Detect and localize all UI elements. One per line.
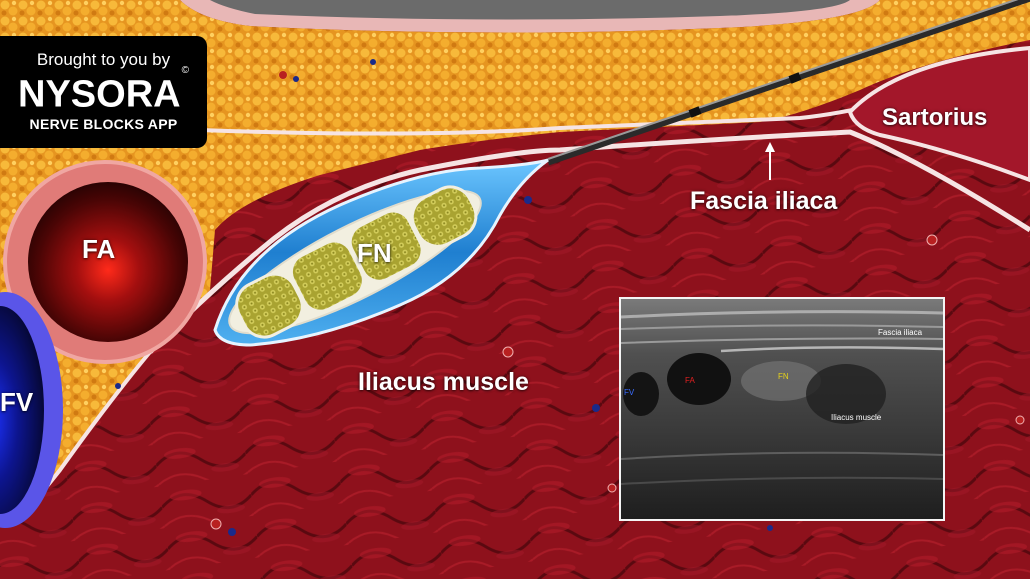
femoral-vein bbox=[0, 306, 44, 514]
badge-line-brought: Brought to you by bbox=[36, 50, 171, 69]
badge-line-app: NERVE BLOCKS APP bbox=[29, 116, 178, 132]
needle bbox=[546, 0, 1030, 166]
us-label-fn: FN bbox=[778, 372, 789, 381]
us-artery bbox=[667, 353, 731, 405]
label-fascia-iliaca: Fascia iliaca bbox=[690, 187, 838, 215]
label-fn: FN bbox=[357, 238, 392, 268]
sartorius-muscle bbox=[847, 45, 1030, 183]
us-vein bbox=[623, 372, 659, 416]
label-sartorius: Sartorius bbox=[882, 104, 988, 131]
us-label-fa: FA bbox=[685, 376, 695, 385]
nysora-badge: Brought to you by NYSORA© NERVE BLOCKS A… bbox=[0, 36, 207, 148]
copyright-mark: © bbox=[181, 65, 189, 76]
femoral-artery bbox=[28, 182, 188, 342]
label-fv: FV bbox=[0, 387, 34, 417]
ultrasound-image bbox=[621, 299, 943, 519]
us-label-iliacus: Iliacus muscle bbox=[831, 413, 882, 422]
ultrasound-inset: Fascia iliaca FA FN FV Iliacus muscle bbox=[619, 297, 945, 521]
label-fa: FA bbox=[82, 234, 116, 264]
us-nerve bbox=[741, 361, 821, 401]
label-iliacus-muscle: Iliacus muscle bbox=[358, 368, 529, 396]
us-label-fv: FV bbox=[624, 388, 635, 397]
badge-logo-nysora: NYSORA© bbox=[0, 65, 207, 116]
us-label-fascia-iliaca: Fascia iliaca bbox=[878, 328, 923, 337]
fascia-iliaca-line bbox=[148, 129, 1030, 354]
femoral-nerve bbox=[228, 185, 482, 339]
nysora-wordmark: NYSORA bbox=[18, 73, 181, 116]
